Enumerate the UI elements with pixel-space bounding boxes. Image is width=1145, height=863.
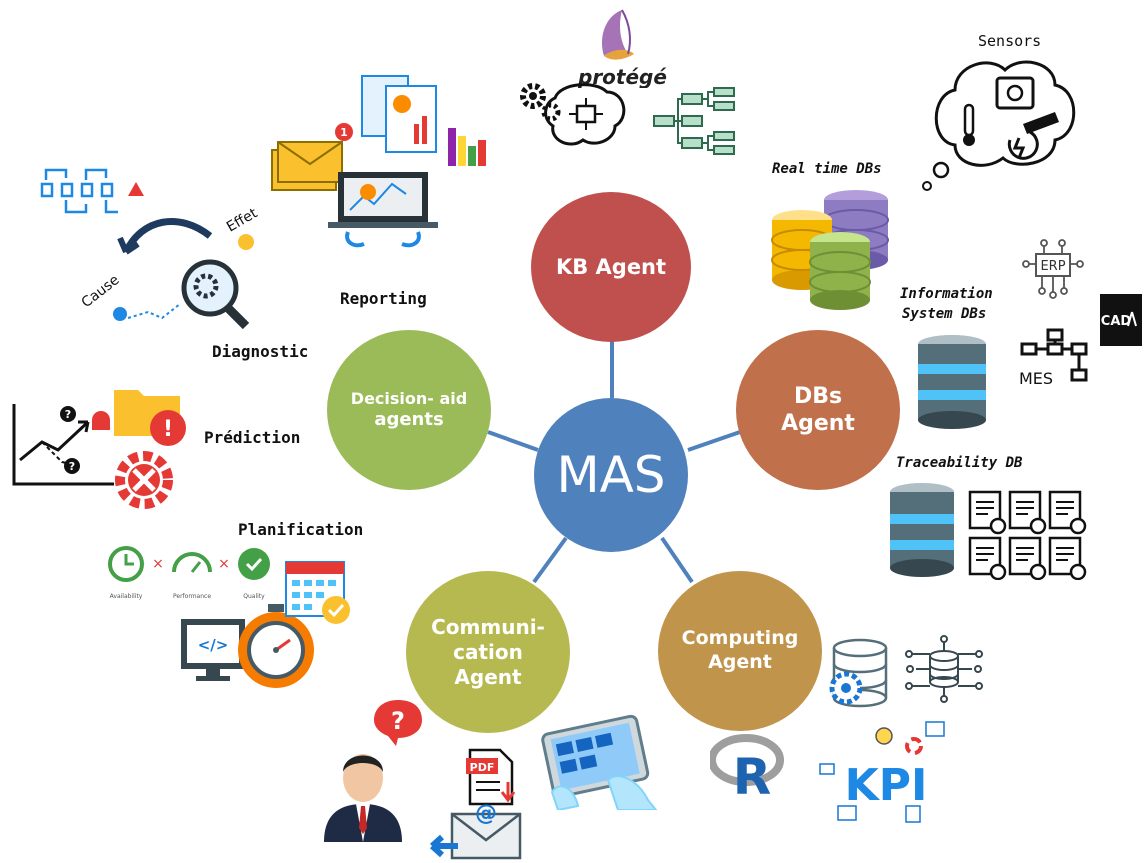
question-text: ? (391, 707, 405, 735)
connector-computing (660, 536, 694, 584)
tree-diagram-icon (653, 87, 735, 155)
dbs-agent-line2: Agent (781, 411, 855, 436)
cause-label: Cause (79, 272, 123, 311)
diagnostic-label: Diagnostic (212, 342, 309, 361)
brain-gears-icon (520, 83, 626, 146)
tablet-icon (541, 714, 658, 810)
at-text: @ (475, 801, 497, 826)
reporting-label: Reporting (340, 289, 427, 308)
code-text: </> (198, 636, 229, 654)
cause-effect-icon: Effet Cause (79, 205, 261, 330)
erp-text: ERP (1040, 259, 1065, 274)
availability-text: Availability (110, 593, 143, 600)
svg-text:×: × (218, 556, 230, 572)
mes-icon: MES (1019, 328, 1088, 388)
communication-agent-line3: Agent (454, 664, 522, 689)
traceability-database-icon (890, 483, 954, 577)
info-system-line2: System DBs (902, 306, 987, 322)
reports-icon (361, 75, 486, 166)
r-logo-icon: R (710, 734, 784, 800)
traceability-label: Traceability DB (896, 455, 1023, 471)
protege-label: protégé (577, 65, 667, 88)
r-text: R (733, 748, 772, 800)
trend-chart-icon: ? ? (12, 404, 114, 486)
communication-agent-line2: cation (453, 639, 523, 664)
network-database-icon (905, 635, 983, 703)
connector-dbs (687, 430, 741, 452)
dbs-agent-circle[interactable]: DBs Agent (736, 330, 900, 490)
oee-gauge-icon: Availability × Performance × Quality (108, 546, 270, 600)
kpi-text: KPI (845, 760, 928, 811)
cad-icon: CAD (1100, 294, 1142, 346)
quality-text: Quality (243, 593, 265, 600)
sensors-label: Sensors (978, 32, 1042, 50)
stopwatch-monitor-icon: </> (181, 604, 314, 688)
info-system-line1: Information (900, 286, 993, 302)
connector-communication (532, 536, 568, 584)
svg-text:?: ? (65, 408, 71, 421)
performance-text: Performance (173, 593, 211, 600)
decision-aid-circle[interactable]: Decision- aid agents (327, 330, 491, 490)
effet-label: Effet (224, 205, 261, 235)
communication-agent-line1: Communi- (431, 614, 545, 639)
database-gear-icon (829, 638, 888, 708)
tools-gear-icon (115, 451, 173, 509)
prediction-label: Prédiction (204, 428, 301, 447)
question-bubble-icon: ? (374, 700, 422, 746)
document-grid-icon (968, 490, 1087, 580)
decision-aid-line2: agents (374, 408, 444, 430)
kb-agent-circle[interactable]: KB Agent (531, 192, 691, 342)
dbs-agent-line1: DBs (793, 383, 843, 409)
svg-text:×: × (152, 556, 164, 572)
cad-text: CAD (1101, 314, 1132, 329)
businessman-icon (324, 754, 402, 842)
realtime-dbs-label: Real time DBs (772, 161, 882, 177)
mas-label: MAS (556, 445, 666, 504)
svg-text:?: ? (69, 460, 75, 473)
erp-icon: ERP (1022, 239, 1084, 299)
connector-decision (487, 430, 539, 452)
kpi-icon: KPI (819, 721, 945, 823)
communication-agent-circle[interactable]: Communi- cation Agent (406, 571, 570, 733)
pdf-text: PDF (470, 761, 495, 774)
planification-label: Planification (238, 520, 364, 539)
database-stack-icon (771, 190, 889, 310)
svg-text:1: 1 (340, 126, 348, 139)
calendar-check-icon (285, 561, 350, 624)
computing-agent-line2: Agent (708, 651, 772, 673)
pdf-icon: PDF (466, 748, 516, 806)
email-stack-icon: 1 (271, 123, 438, 248)
computing-agent-line1: Computing (681, 627, 799, 650)
svg-text:!: ! (163, 417, 173, 442)
protege-logo-icon: protégé (577, 9, 667, 88)
decision-aid-line1: Decision- aid (350, 388, 468, 408)
sensor-cloud-icon (922, 60, 1076, 191)
folder-alert-icon: ! (114, 390, 186, 446)
computing-agent-circle[interactable]: Computing Agent (658, 571, 822, 731)
process-flow-icon (40, 168, 144, 214)
email-icon: @ (430, 801, 522, 860)
mas-circle[interactable]: MAS (534, 398, 688, 552)
server-database-icon (918, 335, 986, 429)
kb-agent-label: KB Agent (555, 254, 667, 279)
mes-text: MES (1019, 369, 1053, 388)
